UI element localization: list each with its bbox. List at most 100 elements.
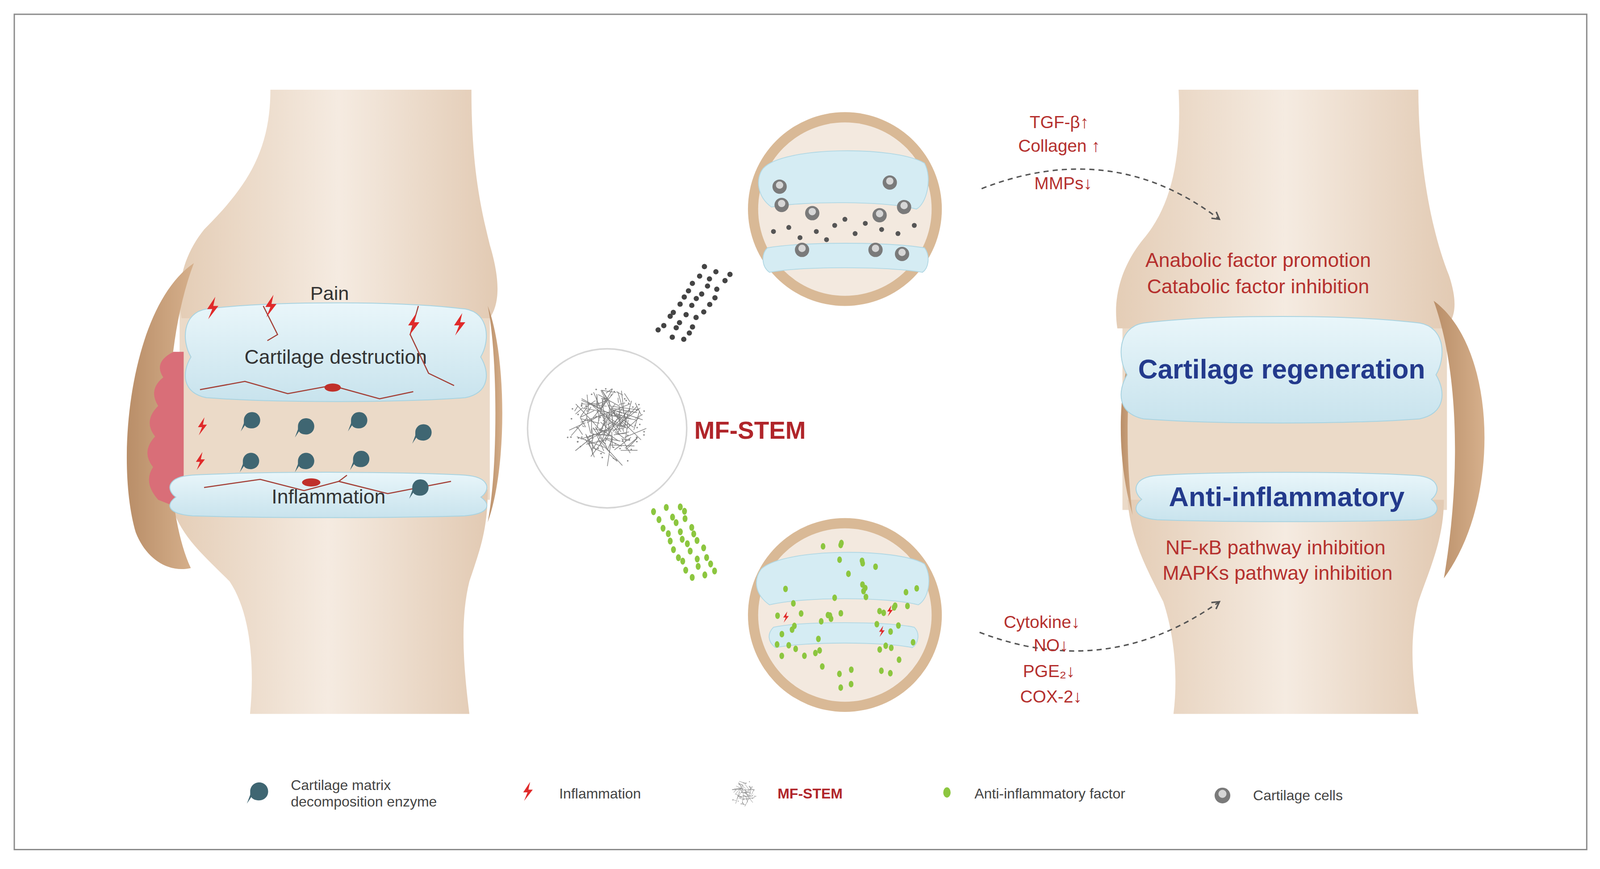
cluster-strand	[624, 428, 647, 438]
anti-inflammatory-factor	[877, 608, 882, 615]
cluster-strand	[617, 433, 627, 435]
cluster-dot	[580, 436, 583, 439]
anti-inflammatory-factor	[651, 508, 656, 516]
anti-inflammatory-factor	[774, 641, 780, 649]
cluster-strand	[571, 417, 588, 437]
cluster-dot	[586, 410, 589, 413]
anti-inflammatory-factor	[838, 684, 844, 692]
illustration-part	[895, 231, 901, 237]
cluster-strand	[617, 397, 619, 403]
particle	[727, 271, 733, 278]
illustration-part	[408, 313, 420, 336]
cluster-dot	[613, 391, 616, 393]
anti-inflammatory-factor	[888, 670, 894, 677]
cluster-strand	[628, 438, 638, 448]
anti-inflammatory-factor	[687, 547, 693, 556]
anti-inflammatory-factor	[712, 567, 718, 575]
cluster-dot	[607, 405, 610, 407]
anti-inflammatory-factor	[664, 504, 669, 512]
cluster-dot	[589, 419, 591, 422]
cluster-strand	[626, 417, 640, 430]
anti-inflammatory-factor	[878, 668, 884, 675]
cluster-dot	[603, 434, 606, 436]
particle	[686, 330, 693, 336]
cluster-strand	[744, 789, 755, 791]
cluster-dot	[751, 798, 753, 800]
cluster-dot	[743, 803, 744, 805]
annotation-label: NF-κB pathway inhibition	[1165, 537, 1386, 560]
cluster-strand	[625, 420, 629, 443]
dashed-arrow	[979, 601, 1220, 652]
illustration-part	[814, 229, 819, 234]
anti-inflammatory-factor	[673, 519, 679, 527]
particle	[712, 295, 718, 301]
cluster-dot	[741, 791, 743, 793]
anti-inflammatory-factor	[860, 588, 866, 595]
cluster-strand	[618, 403, 626, 406]
illustration-part	[454, 313, 466, 336]
anti-inflammatory-factors	[774, 539, 920, 692]
illustration-part	[911, 223, 917, 229]
cluster-dot	[604, 442, 606, 445]
cluster-dot	[742, 802, 744, 804]
particle	[685, 288, 692, 294]
cluster-strand	[609, 404, 615, 412]
anti-inflammatory-factor	[837, 671, 843, 678]
anti-inflammatory-factor	[896, 656, 902, 664]
cluster-dot	[628, 424, 631, 427]
mf-stem-cluster	[566, 388, 647, 467]
cluster-dot	[635, 409, 638, 412]
anti-inflammatory-factor	[798, 610, 804, 618]
cluster-strand	[616, 392, 623, 396]
particle	[704, 283, 711, 289]
anti-inflammatory-factor	[683, 567, 689, 575]
cluster-strand	[601, 398, 606, 429]
cluster-dot	[751, 795, 753, 797]
cluster-strand	[616, 426, 621, 433]
anti-inflammatory-factor	[873, 563, 878, 571]
anti-inflammatory-factor	[783, 585, 789, 593]
cluster-strand	[588, 440, 593, 445]
inset-cartilage	[768, 622, 918, 648]
anti-inflammatory-factor	[881, 609, 887, 617]
cartilage-shape: Cartilage destruction	[181, 300, 490, 404]
cluster-dot	[739, 792, 740, 794]
cluster-dot	[639, 423, 641, 426]
anti-inflammatory-factor	[874, 621, 880, 628]
cluster-dot	[627, 402, 630, 405]
cluster-dot	[576, 426, 578, 429]
node-text: Inflammation	[271, 485, 386, 509]
left-joint	[126, 89, 503, 715]
cluster-strand	[747, 795, 751, 797]
illustration-part	[239, 453, 260, 473]
illustration-part	[412, 424, 432, 444]
anti-inflammatory-factor	[677, 503, 683, 511]
cluster-dot	[595, 415, 598, 418]
cartilage-fill	[170, 472, 488, 519]
cluster-dot	[638, 404, 640, 406]
annotation-label: Collagen ↑	[1018, 136, 1100, 156]
tibia-bone	[1127, 500, 1444, 715]
anti-inflammatory-factor	[667, 537, 673, 545]
cartilage-cell	[794, 242, 810, 258]
illustration-part	[240, 412, 260, 432]
cluster-dot	[745, 792, 747, 794]
node-text: Cartilage regeneration	[1138, 353, 1426, 385]
anti-inflammatory-factor	[877, 646, 883, 654]
anti-inflammatory-factor	[832, 594, 838, 602]
illustration-part	[294, 418, 314, 438]
illustration-part	[200, 381, 414, 400]
particle-stream	[655, 263, 733, 343]
anti-inflammatory-factor	[670, 513, 676, 522]
anti-inflammatory-factor	[790, 600, 796, 608]
cluster-dot	[570, 417, 573, 420]
illustration-part	[338, 475, 347, 482]
legend-swatches	[943, 787, 951, 798]
anti-inflammatory-factor	[813, 650, 819, 657]
cartilage-cell	[882, 175, 898, 190]
cluster-dot	[745, 791, 747, 793]
anti-inflammatory-factor	[681, 508, 687, 516]
illustration-part	[823, 237, 829, 243]
cluster-strand	[741, 798, 744, 800]
